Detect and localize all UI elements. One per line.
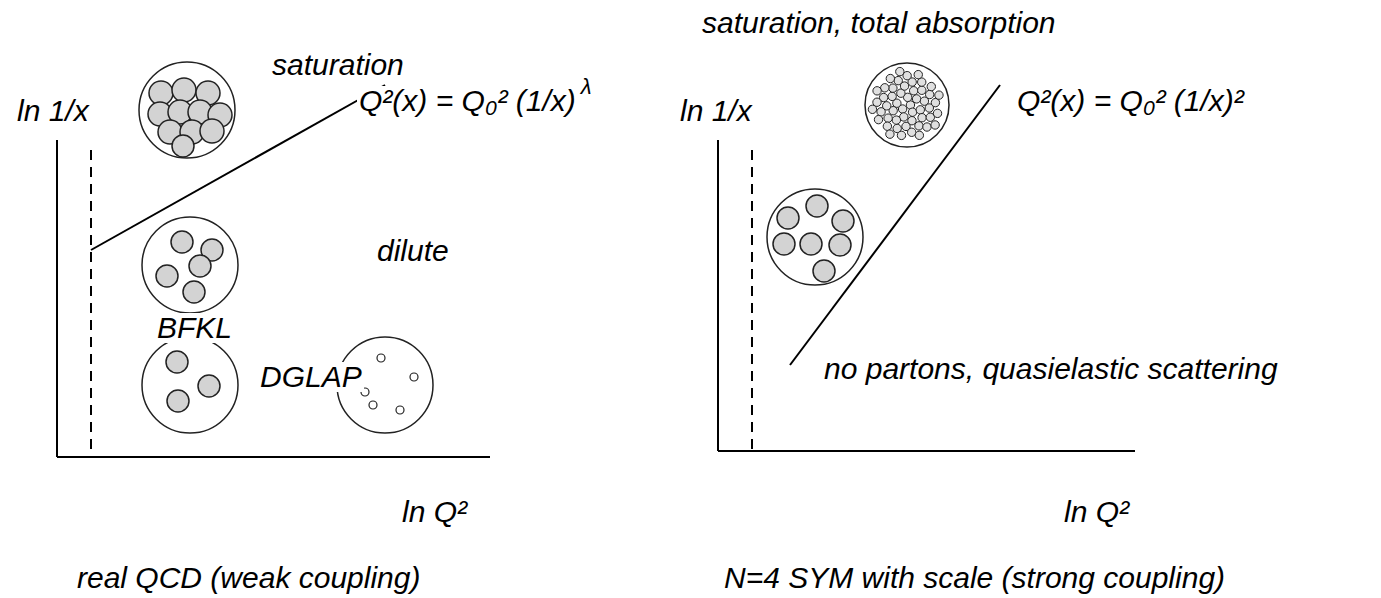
parton-dot (935, 91, 943, 99)
parton-dot (908, 108, 916, 116)
parton-dot (925, 90, 933, 98)
parton-dot (888, 92, 896, 100)
parton-dot (884, 114, 892, 122)
dashed-line (90, 150, 92, 455)
partons (148, 78, 232, 157)
x-axis (57, 456, 490, 458)
panel-caption: N=4 SYM with scale (strong coupling) (722, 563, 1227, 593)
formula: Q²(x) = Q₀² (1/x) (357, 86, 578, 116)
hadron-circle (142, 217, 238, 313)
parton-dot (909, 87, 917, 95)
region-label: dilute (375, 236, 451, 266)
parton-dot (933, 109, 941, 117)
axis-label: ln Q² (400, 497, 469, 527)
y-axis (717, 140, 719, 451)
partons (166, 351, 220, 412)
parton-dot (912, 95, 920, 103)
parton-dot (923, 123, 931, 131)
partons (156, 231, 223, 303)
parton-dot (916, 106, 924, 114)
parton-dot (897, 131, 905, 139)
hadron-circle (139, 62, 235, 158)
parton-dot (896, 67, 904, 75)
region-label: BFKL (155, 313, 234, 343)
y-axis (56, 140, 58, 457)
parton-dot (918, 114, 926, 122)
parton-dot (914, 70, 922, 78)
parton-dot (868, 105, 876, 113)
hadron-circle (142, 337, 238, 433)
hadron-circle (767, 189, 863, 285)
parton-dot (886, 130, 894, 138)
parton-dot (927, 82, 935, 90)
axis-label: ln Q² (1062, 497, 1131, 527)
axis-label: ln 1/x (678, 96, 754, 126)
region-label: DGLAP (258, 362, 364, 392)
parton-dot (915, 122, 923, 130)
parton-dot (931, 121, 939, 129)
formula-exponent: λ (579, 76, 594, 98)
region-label: no partons, quasielastic scattering (822, 354, 1280, 384)
partons (868, 67, 943, 139)
region-label: saturation, total absorption (700, 8, 1058, 38)
x-axis (718, 450, 1135, 452)
hadron-circle (865, 63, 949, 147)
parton-dot (881, 84, 889, 92)
parton-dot (892, 116, 900, 124)
partons (773, 195, 854, 282)
axis-label: ln 1/x (15, 96, 91, 126)
parton-dot (873, 87, 881, 95)
parton-dot (889, 84, 897, 92)
parton-dot (886, 74, 894, 82)
parton-dot (907, 128, 915, 136)
parton-dot (915, 131, 923, 139)
parton-dot (874, 115, 882, 123)
formula: Q²(x) = Q₀² (1/x)² (1015, 86, 1246, 116)
dashed-line (751, 150, 753, 449)
parton-dot (894, 76, 902, 84)
region-label: saturation (270, 50, 406, 80)
parton-dot (883, 122, 891, 130)
panel-caption: real QCD (weak coupling) (75, 563, 422, 593)
saturation-line (91, 85, 385, 250)
partons (361, 354, 418, 414)
parton-dot (877, 108, 885, 116)
parton-dot (918, 86, 926, 94)
